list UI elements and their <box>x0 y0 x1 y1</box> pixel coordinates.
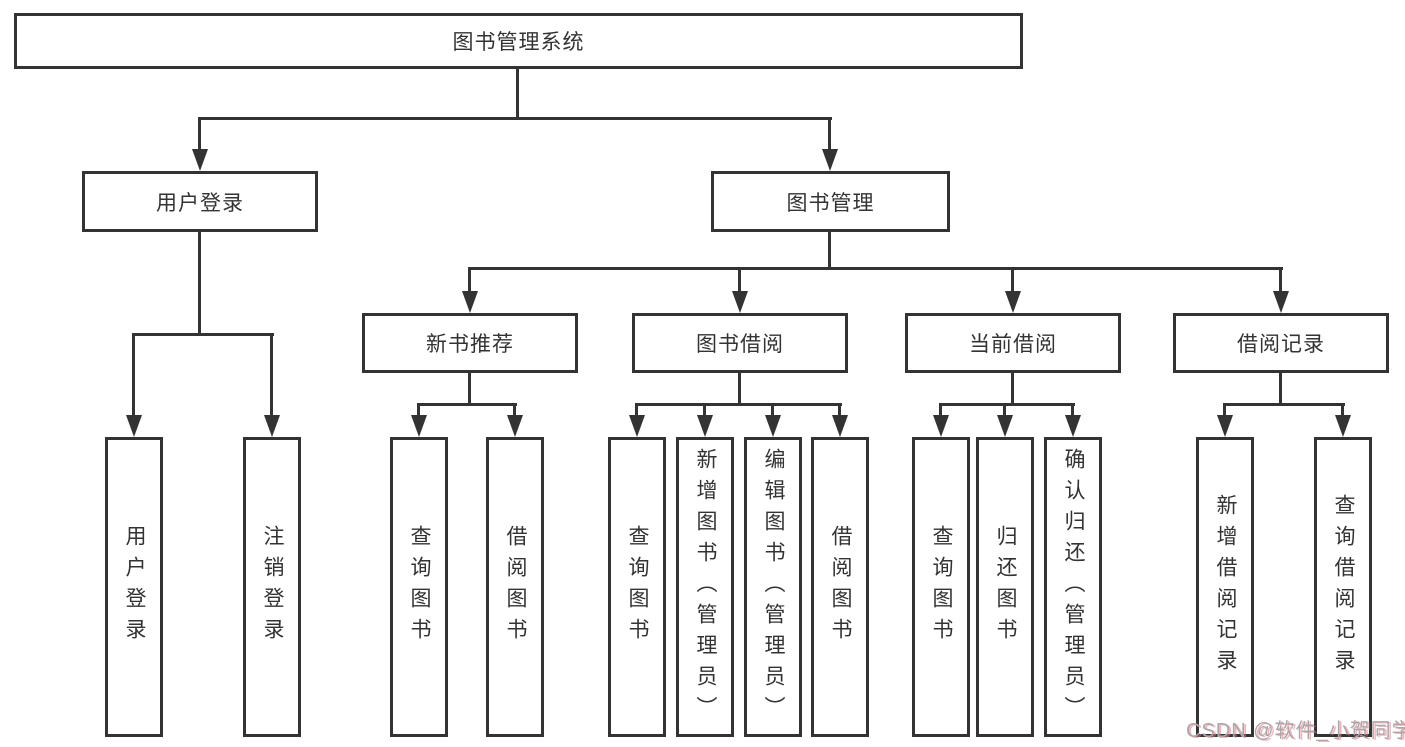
node-new-book-recommend-label: 新书推荐 <box>426 333 514 356</box>
arrow-down-icon <box>1217 415 1233 437</box>
connector-line <box>1011 270 1014 293</box>
connector-line <box>270 336 273 416</box>
leaf-logout-label: 注销登录 <box>261 525 284 649</box>
node-book-borrowing-label: 图书借阅 <box>696 333 784 356</box>
arrow-down-icon <box>507 415 523 437</box>
connector-line <box>132 336 135 416</box>
node-book-borrowing: 图书借阅 <box>632 313 848 373</box>
leaf-borrow-books-borrowing: 借阅图书 <box>811 437 869 737</box>
arrow-down-icon <box>765 415 781 437</box>
node-borrow-records-label: 借阅记录 <box>1237 333 1325 356</box>
leaf-edit-book-admin-label: 编辑图书（管理员） <box>762 447 785 727</box>
connector-line <box>1223 406 1226 416</box>
arrow-down-icon <box>1005 291 1021 313</box>
connector-line <box>1071 406 1074 416</box>
arrow-down-icon <box>629 415 645 437</box>
arrow-down-icon <box>697 415 713 437</box>
arrow-down-icon <box>822 149 838 171</box>
leaf-query-borrow-record-label: 查询借阅记录 <box>1332 494 1355 680</box>
csdn-watermark: CSDN @软件_小贺同学 <box>1186 720 1405 742</box>
leaf-return-book-label: 归还图书 <box>994 525 1017 649</box>
connector-line <box>738 270 741 293</box>
connector-line <box>198 117 832 120</box>
leaf-logout: 注销登录 <box>243 437 301 737</box>
leaf-borrow-books-borrowing-label: 借阅图书 <box>829 525 852 649</box>
connector-line <box>1223 403 1345 406</box>
connector-line <box>939 403 1075 406</box>
leaf-query-books-recommend: 查询图书 <box>390 437 448 737</box>
connector-line <box>828 232 831 270</box>
leaf-add-borrow-record: 新增借阅记录 <box>1196 437 1254 737</box>
leaf-query-books-borrowing: 查询图书 <box>608 437 666 737</box>
connector-line <box>468 373 471 406</box>
leaf-add-borrow-record-label: 新增借阅记录 <box>1214 494 1237 680</box>
leaf-user-login: 用户登录 <box>105 437 163 737</box>
leaf-user-login-label: 用户登录 <box>123 525 146 649</box>
node-current-borrowing-label: 当前借阅 <box>969 333 1057 356</box>
node-current-borrowing: 当前借阅 <box>905 313 1121 373</box>
leaf-query-borrow-record: 查询借阅记录 <box>1314 437 1372 737</box>
leaf-add-book-admin-label: 新增图书（管理员） <box>694 447 717 727</box>
arrow-down-icon <box>264 415 280 437</box>
arrow-down-icon <box>1065 415 1081 437</box>
leaf-query-books-recommend-label: 查询图书 <box>408 525 431 649</box>
connector-line <box>468 270 471 293</box>
connector-line <box>1279 373 1282 406</box>
connector-line <box>198 120 201 152</box>
connector-line <box>838 406 841 416</box>
leaf-query-books-borrowing-label: 查询图书 <box>626 525 649 649</box>
connector-line <box>1003 406 1006 416</box>
leaf-edit-book-admin: 编辑图书（管理员） <box>744 437 802 737</box>
connector-line <box>1341 406 1344 416</box>
connector-line <box>738 373 741 406</box>
connector-line <box>635 403 842 406</box>
arrow-down-icon <box>997 415 1013 437</box>
arrow-down-icon <box>192 149 208 171</box>
leaf-add-book-admin: 新增图书（管理员） <box>676 437 734 737</box>
connector-line <box>198 232 201 336</box>
arrow-down-icon <box>832 415 848 437</box>
node-borrow-records: 借阅记录 <box>1173 313 1389 373</box>
connector-line <box>468 267 1283 270</box>
arrow-down-icon <box>732 291 748 313</box>
arrow-down-icon <box>1273 291 1289 313</box>
connector-line <box>417 403 517 406</box>
connector-line <box>132 333 274 336</box>
arrow-down-icon <box>411 415 427 437</box>
connector-line <box>828 120 831 152</box>
leaf-return-book: 归还图书 <box>976 437 1034 737</box>
arrow-down-icon <box>933 415 949 437</box>
arrow-down-icon <box>1335 415 1351 437</box>
leaf-borrow-books-recommend: 借阅图书 <box>486 437 544 737</box>
arrow-down-icon <box>126 415 142 437</box>
connector-line <box>635 406 638 416</box>
leaf-confirm-return-admin: 确认归还（管理员） <box>1044 437 1102 737</box>
arrow-down-icon <box>462 291 478 313</box>
leaf-borrow-books-recommend-label: 借阅图书 <box>504 525 527 649</box>
leaf-query-books-current: 查询图书 <box>912 437 970 737</box>
node-root: 图书管理系统 <box>14 13 1023 69</box>
node-user-login-label: 用户登录 <box>156 191 244 215</box>
connector-line <box>703 406 706 416</box>
connector-line <box>1279 270 1282 293</box>
connector-line <box>1011 373 1014 406</box>
node-book-management: 图书管理 <box>711 171 950 232</box>
connector-line <box>516 67 519 120</box>
connector-line <box>771 406 774 416</box>
connector-line <box>417 406 420 416</box>
node-new-book-recommend: 新书推荐 <box>362 313 578 373</box>
node-root-label: 图书管理系统 <box>452 31 585 54</box>
connector-line <box>513 406 516 416</box>
leaf-query-books-current-label: 查询图书 <box>930 525 953 649</box>
leaf-confirm-return-admin-label: 确认归还（管理员） <box>1062 447 1085 727</box>
node-book-management-label: 图书管理 <box>786 191 875 215</box>
node-user-login: 用户登录 <box>82 171 318 232</box>
connector-line <box>939 406 942 416</box>
